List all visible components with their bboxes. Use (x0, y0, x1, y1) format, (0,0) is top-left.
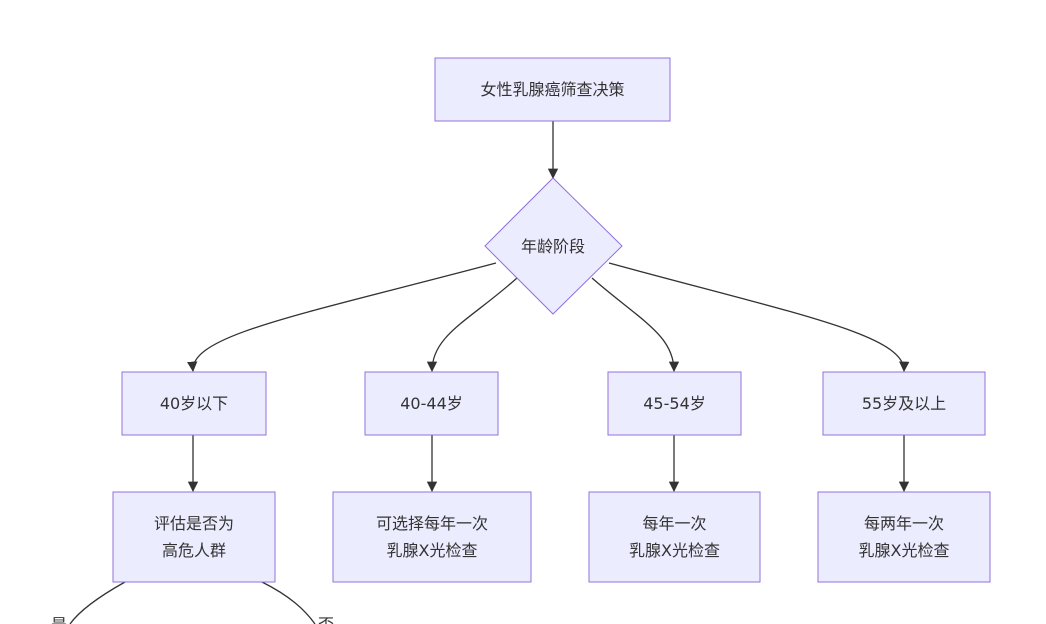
node-age-40-44-text: 40-44岁 (400, 394, 463, 413)
node-optional-annual-text-line2: 乳腺X光检查 (387, 541, 478, 560)
edge-label-yes: 是 (51, 615, 67, 624)
node-optional-annual: 可选择每年一次 乳腺X光检查 (332, 491, 532, 583)
node-age-40-44: 40-44岁 (364, 371, 499, 436)
node-age-45-54: 45-54岁 (607, 371, 742, 436)
node-optional-annual-text-line1: 可选择每年一次 (376, 514, 488, 533)
node-biennial-text-line2: 乳腺X光检查 (859, 541, 950, 560)
node-age-55plus: 55岁及以上 (822, 371, 986, 436)
node-annual: 每年一次 乳腺X光检查 (588, 491, 761, 583)
node-root-text: 女性乳腺癌筛查决策 (480, 80, 624, 99)
node-assess-risk: 评估是否为 高危人群 (112, 491, 276, 583)
edge-age-stage-to-55plus (608, 262, 910, 373)
node-under40-text: 40岁以下 (160, 394, 228, 413)
node-biennial-text-line1: 每两年一次 (864, 514, 944, 533)
node-age-45-54-text: 45-54岁 (643, 394, 706, 413)
edge-assess-yes (69, 581, 126, 624)
node-under40: 40岁以下 (121, 371, 267, 436)
node-biennial: 每两年一次 乳腺X光检查 (817, 491, 991, 583)
node-root: 女性乳腺癌筛查决策 (434, 57, 671, 122)
edge-age-stage-to-40-44 (426, 277, 518, 373)
node-age-55plus-text: 55岁及以上 (862, 394, 946, 413)
node-annual-text-line2: 乳腺X光检查 (629, 541, 720, 560)
node-assess-risk-text-line2: 高危人群 (162, 541, 226, 560)
node-age-stage-text: 年龄阶段 (521, 237, 585, 256)
edges (69, 121, 910, 624)
edge-assess-no (261, 581, 316, 624)
edge-age-stage-to-45-54 (591, 277, 680, 373)
node-assess-risk-text-line1: 评估是否为 (154, 514, 234, 533)
node-age-stage: 年龄阶段 (484, 177, 623, 315)
edge-age-stage-to-under40 (187, 262, 497, 373)
edge-label-no: 否 (318, 615, 334, 624)
node-annual-text-line1: 每年一次 (642, 514, 706, 533)
